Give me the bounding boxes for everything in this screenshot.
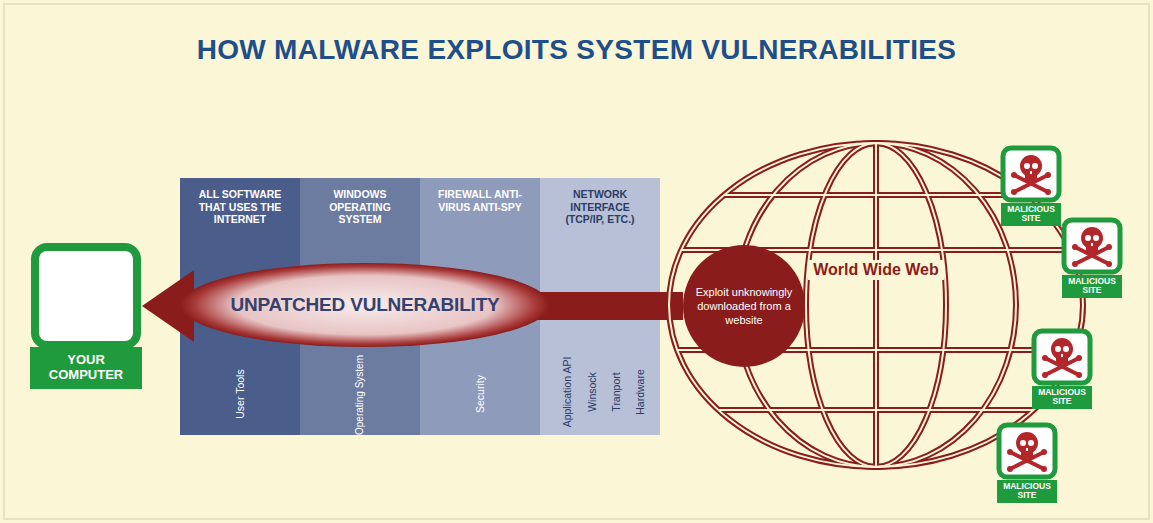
title-wrap: HOW MALWARE EXPLOITS SYSTEM VULNERABILIT…: [0, 34, 1153, 66]
skull-icon: [1030, 328, 1094, 386]
site-label: MALICIOUS SITE: [1003, 205, 1059, 224]
skull-icon: [1060, 217, 1124, 275]
rotated-label: Operating System: [354, 355, 366, 435]
band-heading: FIREWALL ANTI-VIRUS ANTI-SPY: [433, 188, 527, 213]
malicious-site-icon: MALICIOUS SITE: [1060, 217, 1124, 298]
band-heading: WINDOWS OPERATING SYSTEM: [313, 188, 407, 226]
exploit-label: Exploit unknowingly downloaded from a we…: [690, 285, 798, 328]
globe-label: World Wide Web: [808, 260, 943, 280]
skull-icon: [999, 145, 1063, 203]
site-label: MALICIOUS SITE: [1034, 388, 1090, 407]
frame: [4, 4, 1149, 519]
vulnerability-ellipse: UNPATCHED VULNERABILITY: [180, 263, 550, 347]
label-bar: MALICIOUS SITE: [1062, 275, 1122, 298]
rotated-label: Security: [474, 375, 487, 413]
rotated-label: Tranport: [610, 372, 623, 411]
label-bar: MALICIOUS SITE: [997, 480, 1057, 503]
rotated-label: Hardware: [634, 369, 647, 415]
site-label: MALICIOUS SITE: [999, 482, 1055, 501]
malicious-site-icon: MALICIOUS SITE: [995, 422, 1059, 503]
label-bar: YOUR COMPUTER: [30, 347, 142, 389]
band-heading: ALL SOFTWARE THAT USES THE INTERNET: [193, 188, 287, 226]
monitor-icon: [30, 243, 142, 347]
exploit-circle: Exploit unknowingly downloaded from a we…: [683, 245, 805, 367]
label-bar: MALICIOUS SITE: [1032, 386, 1092, 409]
label-bar: MALICIOUS SITE: [1001, 203, 1061, 226]
rotated-label: User Tools: [234, 369, 247, 418]
site-label: MALICIOUS SITE: [1064, 277, 1120, 296]
rotated-label: Application API: [561, 357, 574, 428]
rotated-label: Winsock: [586, 372, 599, 412]
computer-label: YOUR COMPUTER: [38, 353, 134, 383]
vulnerability-label: UNPATCHED VULNERABILITY: [230, 294, 499, 316]
malicious-site-icon: MALICIOUS SITE: [1030, 328, 1094, 409]
skull-icon: [995, 422, 1059, 480]
malicious-site-icon: MALICIOUS SITE: [999, 145, 1063, 226]
band-heading: NETWORK INTERFACE (TCP/IP, ETC.): [553, 188, 647, 226]
title: HOW MALWARE EXPLOITS SYSTEM VULNERABILIT…: [197, 34, 957, 66]
layer-band: NETWORK INTERFACE (TCP/IP, ETC.) Applicat…: [540, 178, 660, 435]
computer-icon: YOUR COMPUTER: [30, 243, 142, 390]
